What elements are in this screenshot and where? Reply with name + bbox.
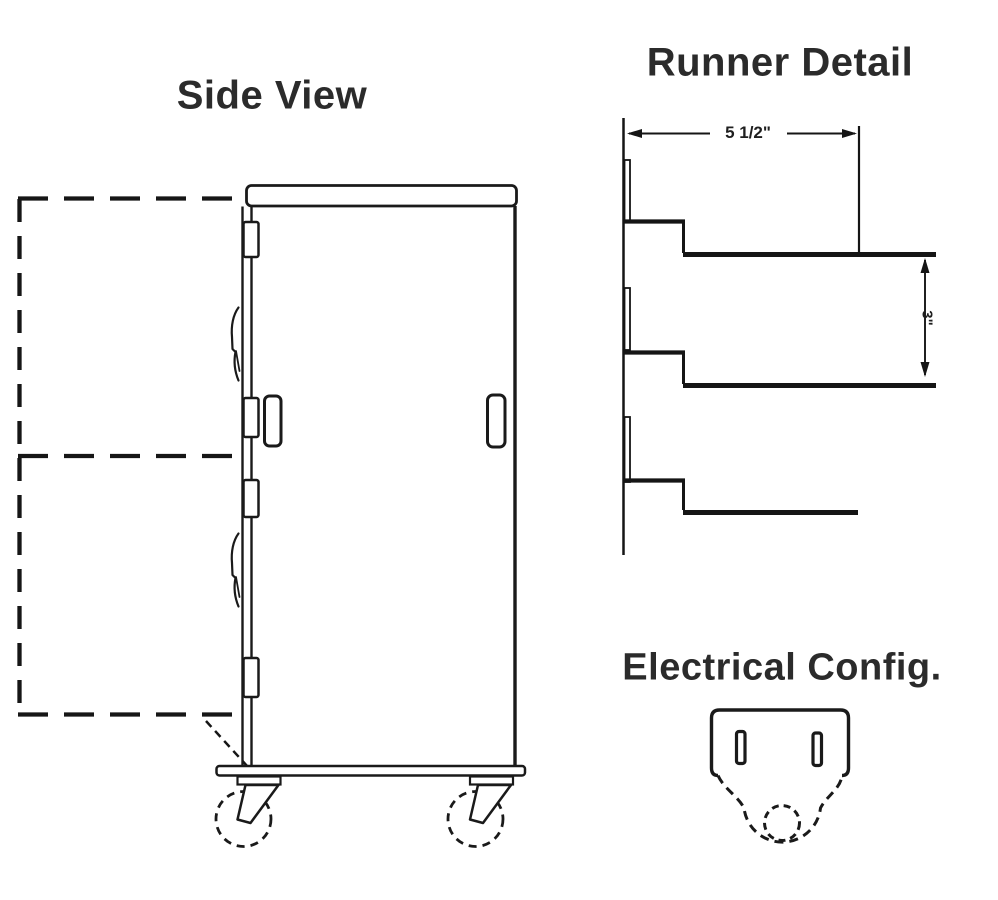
door-hinge bbox=[242, 220, 260, 259]
cabinet-handles bbox=[263, 393, 507, 449]
caster-mount-plate bbox=[236, 775, 282, 786]
door-latch-accent bbox=[235, 350, 241, 372]
runner-width-dimension bbox=[627, 126, 861, 253]
dimension-arrow-down bbox=[920, 362, 930, 377]
door-hinge bbox=[242, 656, 260, 699]
side-view-figure bbox=[17, 184, 527, 848]
side-view-title: Side View bbox=[176, 73, 368, 118]
door-latch-accent bbox=[235, 576, 241, 598]
dimension-arrow-right bbox=[842, 129, 857, 138]
door-swing-dashed-outline bbox=[17, 196, 249, 768]
dimension-arrow-up bbox=[920, 258, 930, 273]
door-latch bbox=[230, 306, 240, 382]
door-hinges bbox=[242, 220, 260, 699]
plug-blade-slot-left bbox=[734, 729, 747, 766]
door-hinge bbox=[242, 396, 260, 439]
caster-mount-plate bbox=[468, 775, 515, 786]
door-hinge bbox=[242, 478, 260, 519]
runner-wall-slot bbox=[623, 159, 631, 222]
runner-spacing-dimension-label: 3" bbox=[918, 310, 936, 326]
cabinet-base-plate bbox=[215, 764, 527, 777]
caster-fork bbox=[236, 783, 280, 825]
electrical-config-title: Electrical Config. bbox=[622, 646, 942, 689]
cabinet-top-panel bbox=[245, 184, 518, 208]
caster-fork bbox=[468, 783, 513, 825]
casters bbox=[214, 775, 515, 848]
plug-blade-slot-right bbox=[811, 731, 824, 768]
plug-lower-lobe-outline bbox=[716, 774, 844, 844]
door-handle bbox=[486, 393, 507, 449]
runner-width-dimension-label: 5 1/2" bbox=[725, 123, 771, 142]
door-handle bbox=[263, 394, 283, 448]
electrical-plug-icon bbox=[709, 708, 851, 844]
runner-wall-slot bbox=[623, 287, 631, 351]
door-swing-diagonal-dashed-line bbox=[205, 720, 249, 768]
plug-ground-hole bbox=[763, 804, 801, 842]
plug-body-outline bbox=[709, 708, 851, 778]
door-latch bbox=[230, 532, 240, 608]
runner-profiles bbox=[623, 159, 936, 515]
runner-spacing-dimension bbox=[920, 258, 930, 377]
runner-detail-figure bbox=[622, 118, 936, 555]
runner-detail-title: Runner Detail bbox=[646, 40, 914, 85]
dimension-arrow-left bbox=[627, 129, 642, 138]
door-latches bbox=[230, 306, 241, 608]
runner-wall-slot bbox=[623, 416, 631, 483]
